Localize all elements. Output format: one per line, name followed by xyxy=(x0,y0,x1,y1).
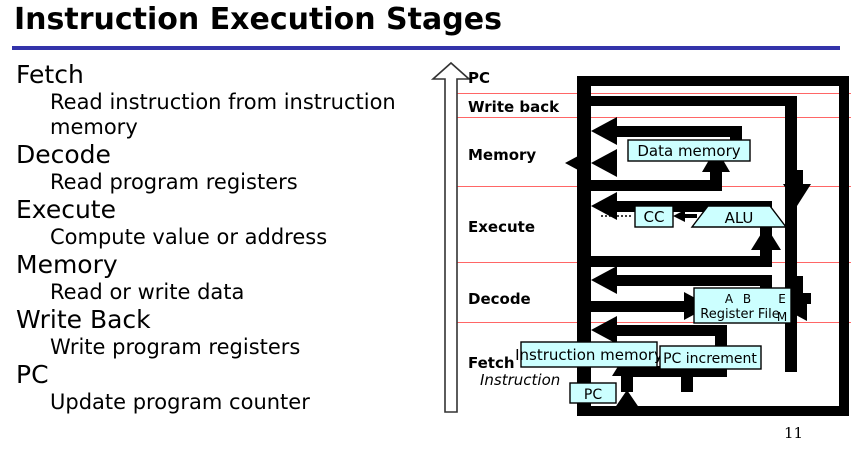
data-memory-label: Data memory xyxy=(637,142,740,160)
stage-order-arrow-icon xyxy=(430,61,472,413)
instruction-memory-block[interactable]: Instruction memory xyxy=(515,341,663,368)
title-divider xyxy=(12,46,840,50)
stage-label-fetch: Fetch xyxy=(468,354,515,372)
alu-label: ALU xyxy=(725,209,754,227)
page-title: Instruction Execution Stages xyxy=(14,2,502,37)
bullet-memory-detail: Read or write data xyxy=(50,280,245,304)
alu-to-cc-arrow xyxy=(673,210,697,222)
register-file-label: Register File xyxy=(700,307,779,322)
pc-block[interactable]: PC xyxy=(569,382,617,404)
pc-increment-label: PC increment xyxy=(663,351,757,367)
instruction-annotation-label: Instruction xyxy=(480,371,560,389)
bullet-write-back: Write Back xyxy=(16,305,151,334)
instruction-memory-label: Instruction memory xyxy=(515,346,663,364)
cc-block[interactable]: CC xyxy=(634,205,674,228)
bullet-execute-detail: Compute value or address xyxy=(50,225,328,249)
register-file-port-e-label: E xyxy=(778,292,786,306)
stage-label-write-back: Write back xyxy=(468,98,560,116)
stage-label-memory: Memory xyxy=(468,146,536,164)
data-memory-block[interactable]: Data memory xyxy=(627,139,751,162)
alu-block[interactable]: ALU xyxy=(690,205,788,228)
pc-label: PC xyxy=(584,387,602,403)
bullet-decode: Decode xyxy=(16,140,111,169)
datapath-wires xyxy=(565,76,849,416)
page-number: 11 xyxy=(784,424,804,442)
stage-label-decode: Decode xyxy=(468,290,531,308)
pc-increment-block[interactable]: PC increment xyxy=(659,345,762,370)
pipeline-diagram: Data memory CC ALU A B Register File E M… xyxy=(425,60,851,432)
bullet-fetch-detail: Read instruction from instruction memory xyxy=(50,90,396,139)
stage-label-execute: Execute xyxy=(468,218,535,236)
stage-label-pc: PC xyxy=(468,69,490,87)
bullet-pc-detail: Update program counter xyxy=(50,390,310,414)
register-file-block[interactable]: A B Register File E M xyxy=(693,287,792,324)
bullet-fetch: Fetch xyxy=(16,60,84,89)
bullet-decode-detail: Read program registers xyxy=(50,170,298,194)
stage-bullet-list: Fetch Read instruction from instruction … xyxy=(16,60,436,415)
bullet-memory: Memory xyxy=(16,250,118,279)
cc-label: CC xyxy=(644,208,665,226)
register-file-port-a-label: A xyxy=(725,292,734,306)
bullet-write-back-detail: Write program registers xyxy=(50,335,301,359)
bullet-execute: Execute xyxy=(16,195,116,224)
register-file-port-b-label: B xyxy=(743,292,751,306)
register-file-port-m-label: M xyxy=(777,310,787,324)
bullet-pc: PC xyxy=(16,360,49,389)
